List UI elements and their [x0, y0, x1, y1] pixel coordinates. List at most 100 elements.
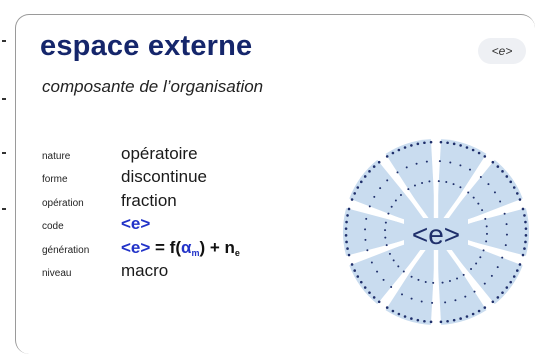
diagram-dot	[378, 300, 381, 303]
diagram-dot	[484, 155, 487, 158]
diagram-dot	[393, 259, 395, 261]
diagram-dot	[446, 320, 449, 323]
diagram-dot	[421, 182, 423, 184]
diagram-dot	[386, 306, 389, 309]
diagram-dot	[439, 160, 441, 162]
diagram-dot	[421, 301, 423, 303]
diagram-dot	[392, 152, 395, 155]
diagram-dot	[428, 180, 430, 182]
diagram-dot	[373, 165, 376, 168]
diagram-dot	[351, 263, 354, 266]
diagram-dot	[368, 170, 371, 173]
diagram-dot	[346, 247, 349, 250]
diagram-dot	[431, 302, 433, 304]
diagram-dot	[356, 275, 359, 278]
diagram-dot	[501, 257, 503, 259]
diagram-dot	[351, 198, 354, 201]
diagram-dot	[486, 225, 488, 227]
diagram-dot	[449, 280, 451, 282]
diagram-dot	[417, 319, 420, 322]
diagram-dot	[492, 300, 495, 303]
diagram-dot	[522, 254, 525, 257]
diagram-dot	[366, 249, 368, 251]
diagram-dot	[466, 315, 469, 318]
diagram-dot	[417, 143, 420, 146]
diagram-dot	[411, 298, 413, 300]
diagram-dot	[353, 269, 356, 272]
diagram-dot	[438, 180, 440, 182]
diagram-dot	[481, 209, 483, 211]
diagram-dot	[466, 146, 469, 149]
diagram-dot	[442, 282, 444, 284]
diagram-dot	[478, 152, 481, 155]
diagram-dot	[348, 254, 351, 257]
diagram-dot	[411, 276, 413, 278]
diagram-dot	[453, 143, 456, 146]
diagram-dot	[426, 161, 428, 163]
property-value: discontinue	[121, 167, 207, 187]
property-value: opératoire	[121, 144, 198, 164]
diagram-dot	[516, 192, 519, 195]
diagram-dot	[345, 221, 348, 224]
diagram-dot	[513, 275, 516, 278]
diagram-dot	[386, 155, 389, 158]
diagram-dot	[473, 197, 475, 199]
diagram-dot	[383, 279, 385, 281]
diagram-dot	[346, 214, 349, 217]
card-title: espace externe	[40, 30, 252, 63]
diagram-dot	[430, 141, 433, 144]
diagram-dot	[360, 281, 363, 284]
diagram-dot	[425, 281, 427, 283]
property-label: génération	[42, 245, 89, 256]
diagram-dot	[423, 320, 426, 323]
diagram-dot	[364, 228, 366, 230]
formula-n-subscript: e	[235, 248, 240, 258]
diagram-dot	[479, 256, 481, 258]
diagram-dot	[523, 247, 526, 250]
diagram-dot	[525, 227, 528, 230]
diagram-dot	[509, 181, 512, 184]
generation-formula: <e> = f(αm) + ne	[121, 238, 240, 258]
diagram-dot	[506, 286, 509, 289]
diagram-dot	[392, 310, 395, 313]
diagram-dot	[345, 241, 348, 244]
diagram-dot	[463, 274, 465, 276]
diagram-dot	[384, 229, 386, 231]
diagram-dot	[414, 185, 416, 187]
diagram-dot	[516, 269, 519, 272]
diagram-dot	[492, 161, 495, 164]
diagram-dot	[376, 271, 378, 273]
diagram-dot	[506, 234, 508, 236]
diagram-dot	[385, 222, 387, 224]
diagram-dot	[470, 268, 472, 270]
diagram-dot	[391, 206, 393, 208]
diagram-dot	[519, 263, 522, 266]
diagram-dot	[459, 317, 462, 320]
diagram-dot	[497, 266, 499, 268]
diagram-dot	[484, 306, 487, 309]
diagram-dot	[474, 291, 476, 293]
diagram-dot	[494, 191, 496, 193]
diagram-dot	[398, 149, 401, 152]
diagram-dot	[478, 310, 481, 313]
diagram-dot	[480, 176, 482, 178]
diagram-dot	[475, 262, 477, 264]
diagram-dot	[406, 166, 408, 168]
diagram-dot	[403, 271, 405, 273]
diagram-dot	[397, 265, 399, 267]
diagram-dot	[368, 291, 371, 294]
diagram-dot	[401, 293, 403, 295]
diagram-dot	[410, 317, 413, 320]
diagram-dot	[360, 181, 363, 184]
diagram-dot	[369, 205, 371, 207]
diagram-dot	[453, 183, 455, 185]
diagram-dot	[417, 279, 419, 281]
diagram-dot	[523, 214, 526, 217]
diagram-dot	[379, 187, 381, 189]
diagram-dot	[371, 261, 373, 263]
diagram-dot	[472, 149, 475, 152]
formula-alpha: α	[181, 238, 191, 257]
diagram-dot	[472, 313, 475, 316]
diagram-dot	[446, 141, 449, 144]
diagram-dot	[373, 196, 375, 198]
